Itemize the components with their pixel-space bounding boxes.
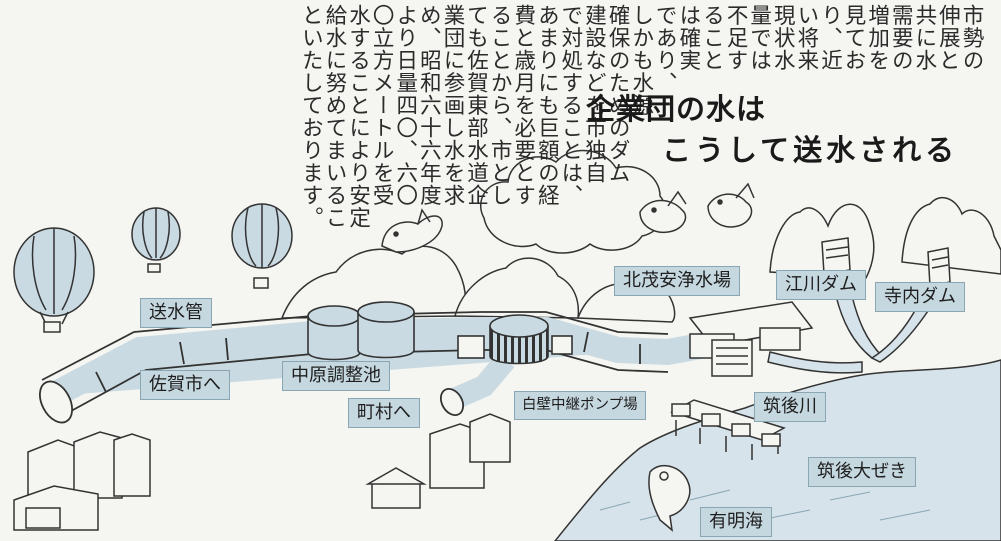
cloud [479,149,666,254]
intro-text-column: 共に水 [911,4,937,72]
balloon-medium [231,203,293,289]
diagram-title-line-1: 企業団の水は [586,92,767,126]
label-chikugo-river: 筑後川 [754,392,826,422]
intro-text-column: 給水に努めてまいるこ [321,4,347,229]
hill-left [280,245,467,319]
bird-1 [381,208,443,253]
intro-text-column: 費と歳月を必要とす [510,4,536,207]
jousui-inlet [767,351,863,374]
intro-text-column: 〇立方メートルを受 [369,4,395,207]
intro-text: 市勢の伸展と共に水需要の増加を見ており、近い将来現状水量では不足することは確実で… [298,4,984,229]
label-egawa-dam: 江川ダム [776,270,866,300]
intro-text-column: 水することにより安定 [345,4,371,229]
intro-text-column: で対処することは、 [557,4,583,207]
intro-text-column: より日量四〇、六〇 [392,4,418,207]
label-chouson-he: 町村へ [348,398,420,428]
hot-air-balloons [13,203,293,333]
hill-egawa [769,203,875,279]
label-chikugo-weir: 筑後大ぜき [808,457,916,487]
dams [821,237,951,287]
hills [280,196,1001,323]
intro-text-column: ることから、市とし [487,4,513,207]
diagram-title-line-2: こうして送水される [662,133,959,167]
intro-text-column: であり、 [652,4,678,94]
town-buildings [13,413,511,531]
pipe-mouth [38,380,74,424]
intro-text-column: ても佐賀東部水道企 [463,4,489,207]
intro-text-column: 不足す [723,4,749,72]
label-kitashigeyasu-plant: 北茂安浄水場 [614,266,740,296]
intro-text-column: といたしております。 [298,4,324,229]
intro-text-column: 見てお [841,4,867,72]
intro-text-column: 建設などを市独自 [581,4,607,184]
nakabaru-reservoir [307,301,415,361]
bird-2 [639,190,687,234]
hill-mid [454,257,580,319]
intro-text-column: は確実 [675,4,701,72]
intro-text-column: 市勢の [959,4,984,72]
intro-text-column: 業団に参画し水を求 [439,4,465,207]
balloon-small [131,207,181,273]
intro-text-column: しかも水源 [628,4,654,117]
intro-text-column: 確保のためのダム [605,4,631,184]
label-saga-he: 佐賀市へ [140,370,230,400]
intro-text-column: り、近 [817,4,843,72]
terauchi-stream [870,304,932,363]
intro-text-column: ること [699,4,725,72]
label-soushuikan: 送水管 [140,298,212,328]
hill-terauchi [901,196,1001,275]
intro-text-column: 現状水 [770,4,796,72]
intro-text-column: い将来 [793,4,819,72]
birds [381,182,755,253]
intro-text-column: め、昭和六十六年度 [416,4,442,207]
label-terauchi-dam: 寺内ダム [875,282,965,312]
balloon-large [13,227,95,333]
intro-text-column: 需要の [888,4,914,72]
label-nakabaru-reservoir: 中原調整池 [282,361,390,391]
fish [648,464,691,532]
shirakabe-pump-station [457,314,573,365]
intro-text-column: 伸展と [935,4,961,72]
label-shirakabe-pump: 白壁中継ポンプ場 [514,391,646,420]
bird-3 [707,182,755,228]
weir [670,399,786,460]
intro-text-column: あまりにも巨額の経 [534,4,560,207]
intro-text-column: 増加を [864,4,890,72]
kitashigeyasu-plant [688,301,814,377]
intro-text-column: 量では [746,4,772,72]
label-ariake-sea: 有明海 [700,507,772,537]
